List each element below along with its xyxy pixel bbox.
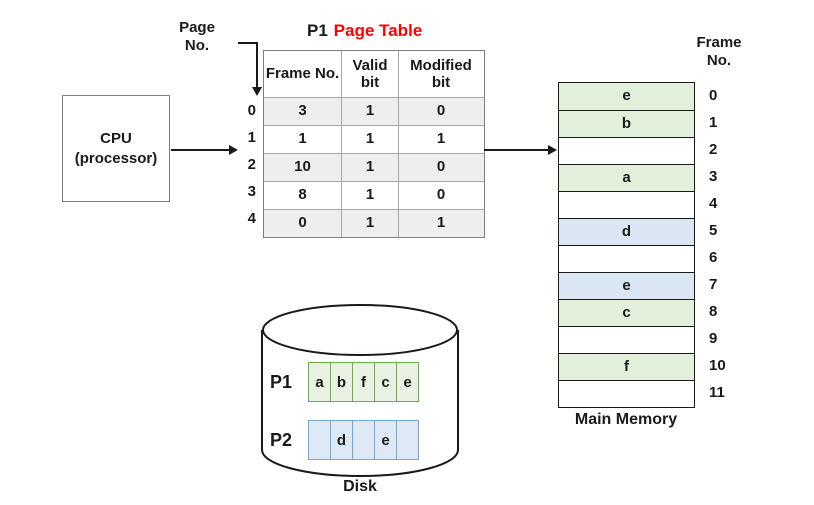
disk-page-cell: f bbox=[352, 362, 375, 402]
frame-no-cell: 1 bbox=[298, 130, 307, 147]
disk-p2-label: P2 bbox=[270, 430, 293, 450]
cpu-label-line2: (processor) bbox=[74, 149, 158, 167]
modified-bit-cell: 0 bbox=[398, 98, 483, 125]
main-memory-label: Main Memory bbox=[574, 411, 678, 428]
frame-number-column: 0 1 2 3 4 5 6 7 8 9 10 11 bbox=[709, 82, 749, 406]
frame-number: 8 bbox=[709, 303, 718, 320]
page-table-row: 8 1 0 bbox=[264, 181, 484, 209]
memory-frame: e bbox=[559, 83, 694, 110]
memory-frame-content: e bbox=[622, 87, 631, 104]
page-table: Frame No. Valid bit Modified bit 3 1 0 1… bbox=[263, 50, 485, 238]
page-number: 2 bbox=[247, 156, 256, 173]
page-table-header-cell: Modified bit bbox=[398, 51, 483, 97]
disk-page-cell: e bbox=[374, 420, 397, 460]
disk-p1-label: P1 bbox=[270, 372, 293, 392]
disk-page-cell: e bbox=[396, 362, 419, 402]
page-table-header-cell: Frame No. bbox=[265, 65, 340, 83]
frame-number: 7 bbox=[709, 276, 718, 293]
page-table-title-accent: Page Table bbox=[333, 21, 423, 40]
memory-frame: c bbox=[559, 299, 694, 326]
disk-p1-pages: a b f c e bbox=[308, 362, 419, 402]
page-no-label: Page No. bbox=[179, 19, 215, 54]
memory-frame: e bbox=[559, 272, 694, 299]
frame-no-label: Frame No. bbox=[696, 34, 742, 69]
disk-p2-pages: d e bbox=[308, 420, 419, 460]
memory-frame: f bbox=[559, 353, 694, 380]
page-table-title: P1 Page Table bbox=[307, 21, 422, 41]
frame-no-cell: 3 bbox=[298, 102, 307, 119]
frame-number: 6 bbox=[709, 249, 718, 266]
modified-bit-cell: 0 bbox=[398, 154, 483, 181]
page-number: 1 bbox=[247, 129, 256, 146]
page-table-header-row: Frame No. Valid bit Modified bit bbox=[264, 51, 484, 97]
frame-number: 4 bbox=[709, 195, 718, 212]
process-id-label: P1 bbox=[307, 21, 328, 40]
memory-frame-content: c bbox=[622, 304, 631, 321]
page-number: 4 bbox=[247, 210, 256, 227]
page-number-column: 0 1 2 3 4 bbox=[228, 97, 256, 232]
page-number: 0 bbox=[247, 102, 256, 119]
page-table-row: 3 1 0 bbox=[264, 97, 484, 125]
frame-number: 9 bbox=[709, 330, 718, 347]
cpu-label-line1: CPU bbox=[100, 130, 132, 147]
modified-bit-cell: 1 bbox=[398, 126, 483, 153]
memory-frame-content: e bbox=[622, 277, 631, 294]
page-table-row: 0 1 1 bbox=[264, 209, 484, 237]
disk-label: Disk bbox=[343, 478, 377, 495]
memory-frame bbox=[559, 245, 694, 272]
memory-frame: b bbox=[559, 110, 694, 137]
frame-number: 5 bbox=[709, 222, 718, 239]
memory-frame-content: b bbox=[621, 115, 632, 132]
memory-frame-content: a bbox=[622, 169, 631, 186]
memory-frame bbox=[559, 137, 694, 164]
page-table-row: 10 1 0 bbox=[264, 153, 484, 181]
page-table-header-cell: Valid bit bbox=[341, 51, 398, 97]
frame-no-cell: 10 bbox=[294, 158, 311, 175]
disk-page-cell: c bbox=[374, 362, 397, 402]
frame-number: 1 bbox=[709, 114, 718, 131]
memory-frame bbox=[559, 191, 694, 218]
modified-bit-cell: 0 bbox=[398, 182, 483, 209]
disk-page-cell bbox=[396, 420, 419, 460]
memory-frame-content: f bbox=[624, 358, 629, 375]
memory-frame bbox=[559, 380, 694, 407]
valid-bit-cell: 1 bbox=[341, 98, 398, 125]
frame-number: 10 bbox=[709, 357, 726, 374]
disk-page-cell bbox=[308, 420, 331, 460]
page-number: 3 bbox=[247, 183, 256, 200]
frame-number: 3 bbox=[709, 168, 718, 185]
disk-page-cell: d bbox=[330, 420, 353, 460]
disk-page-cell bbox=[352, 420, 375, 460]
memory-frame bbox=[559, 326, 694, 353]
disk-page-cell: a bbox=[308, 362, 331, 402]
frame-number: 0 bbox=[709, 87, 718, 104]
main-memory: e b a d e c f bbox=[558, 82, 695, 408]
frame-no-cell: 8 bbox=[298, 186, 307, 203]
valid-bit-cell: 1 bbox=[341, 210, 398, 237]
cpu-box: CPU (processor) bbox=[62, 95, 170, 202]
memory-frame: d bbox=[559, 218, 694, 245]
frame-no-cell: 0 bbox=[298, 214, 307, 231]
disk-page-cell: b bbox=[330, 362, 353, 402]
frame-number: 11 bbox=[709, 384, 725, 401]
memory-frame: a bbox=[559, 164, 694, 191]
valid-bit-cell: 1 bbox=[341, 126, 398, 153]
modified-bit-cell: 1 bbox=[398, 210, 483, 237]
valid-bit-cell: 1 bbox=[341, 182, 398, 209]
frame-number: 2 bbox=[709, 141, 718, 158]
valid-bit-cell: 1 bbox=[341, 154, 398, 181]
memory-frame-content: d bbox=[621, 223, 632, 240]
page-table-row: 1 1 1 bbox=[264, 125, 484, 153]
